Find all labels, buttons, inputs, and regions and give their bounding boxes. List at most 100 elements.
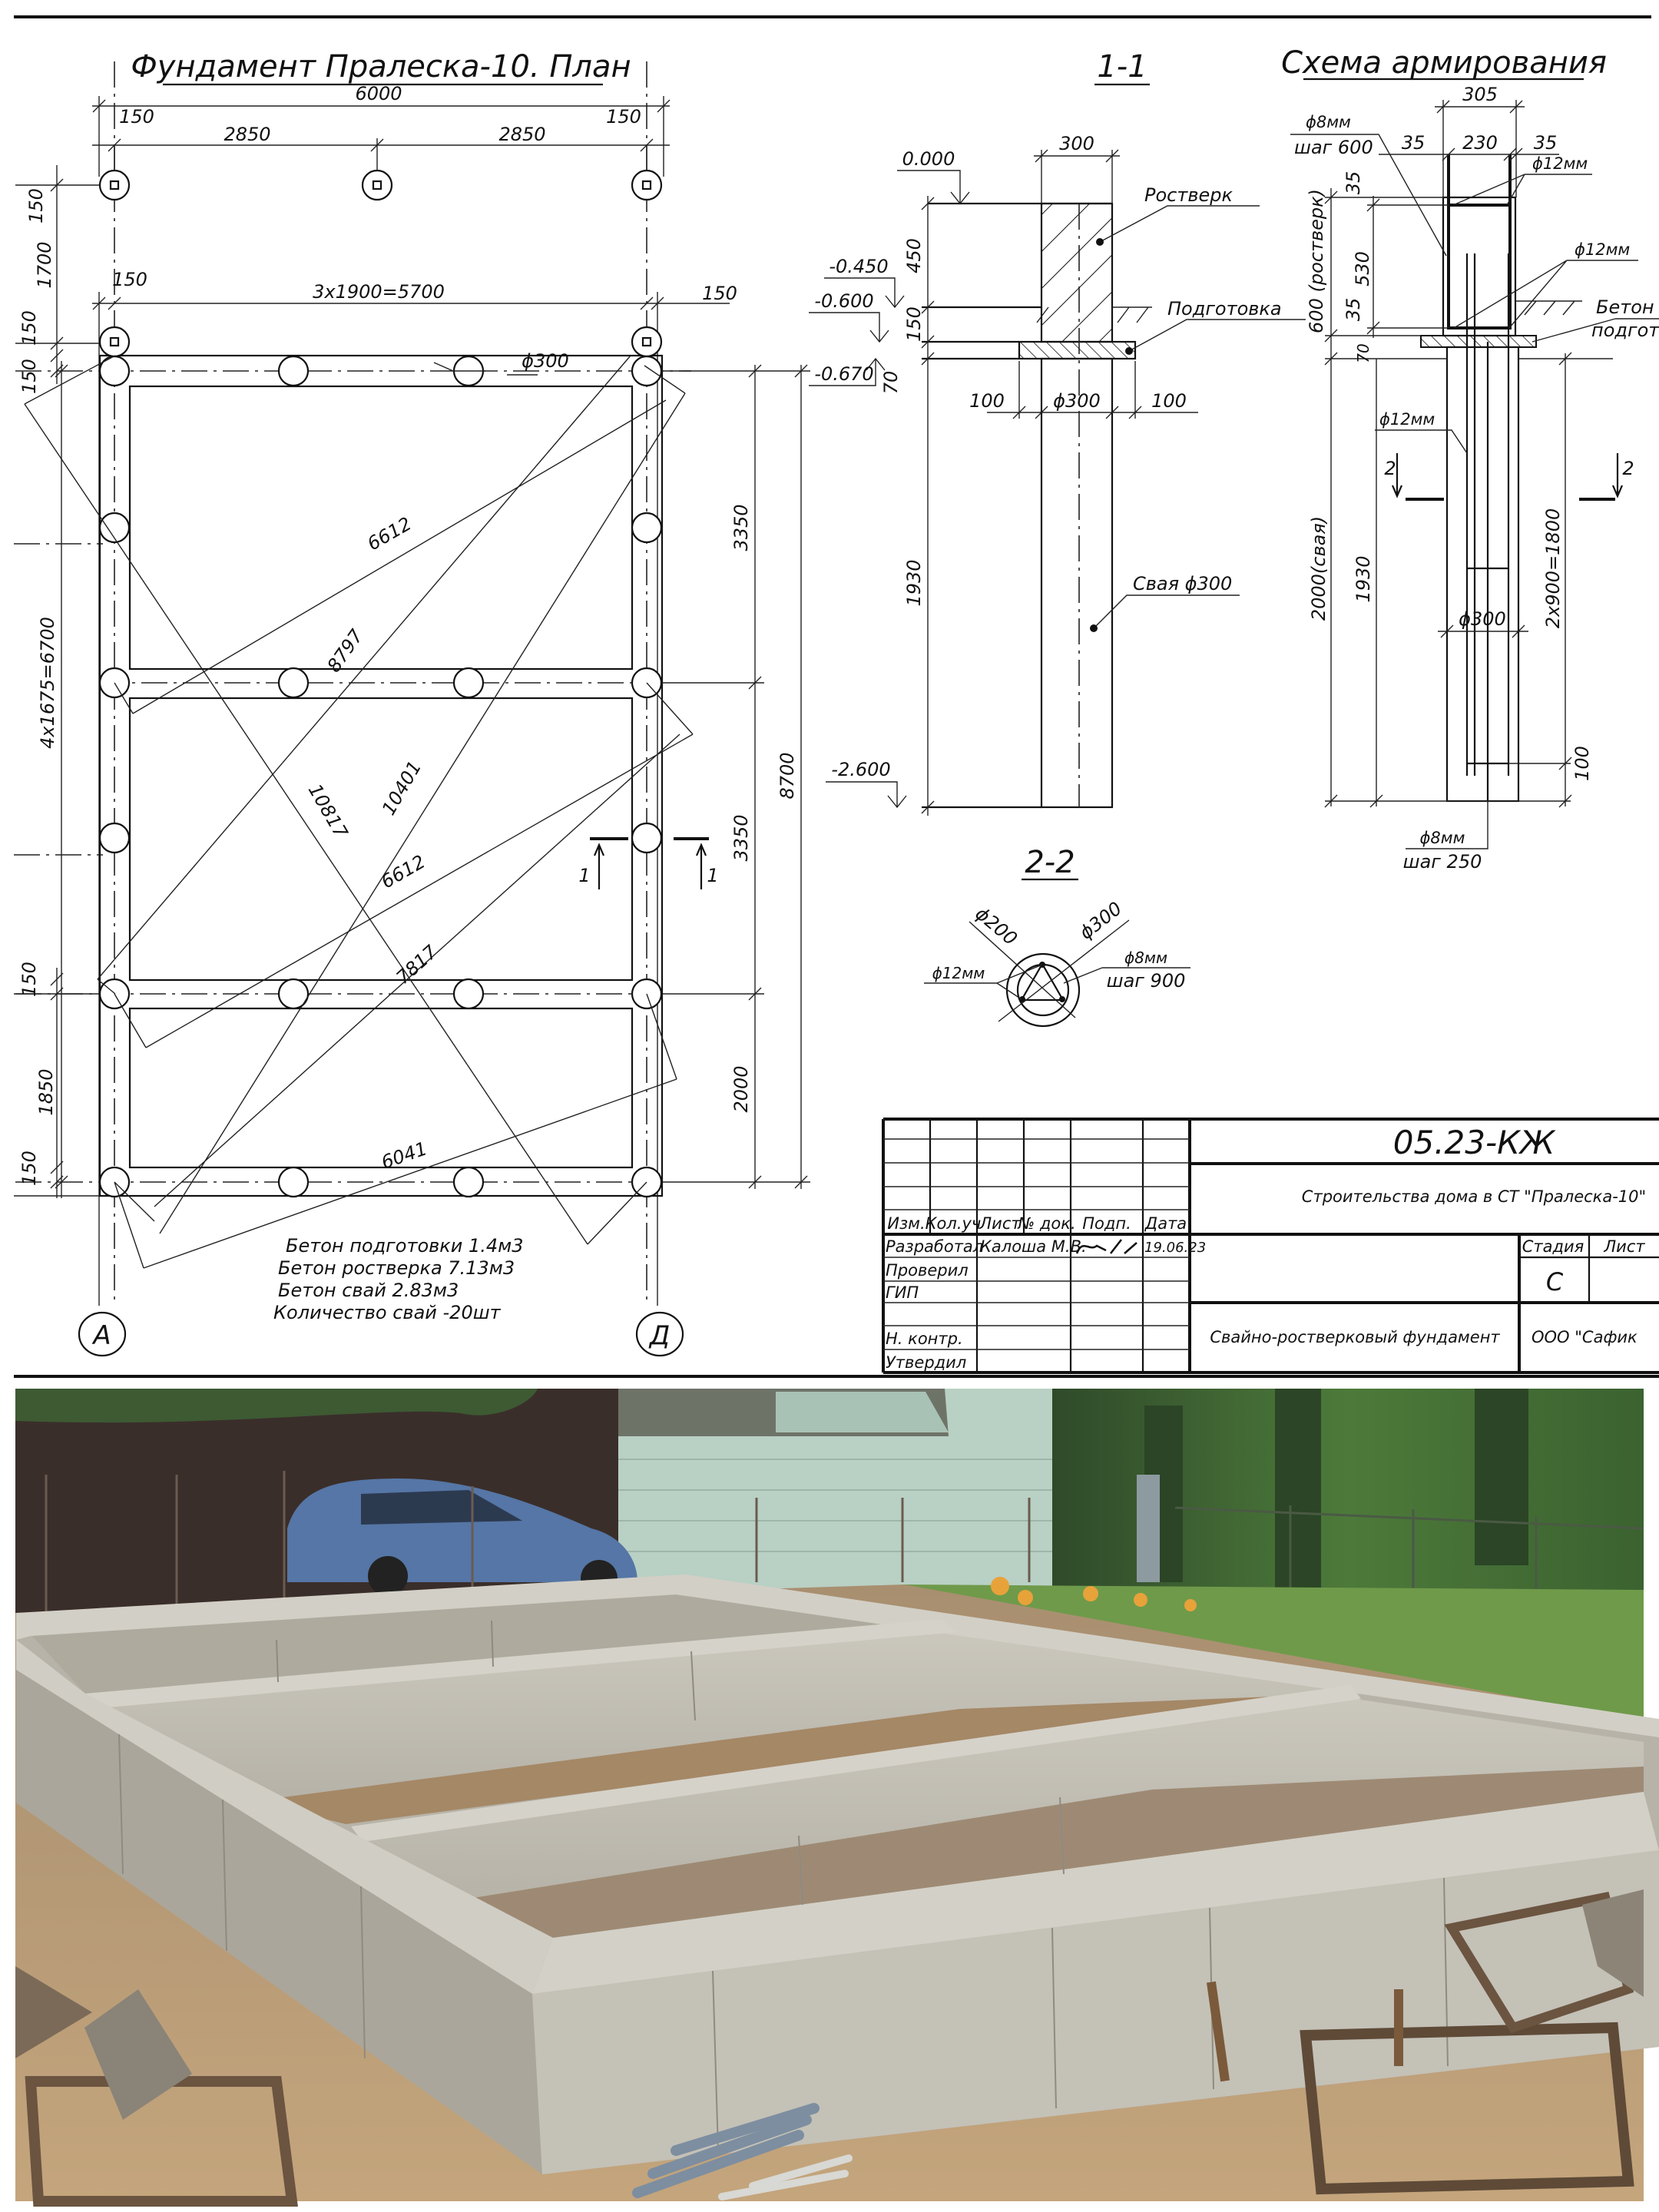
section-2-2-title: 2-2 — [1025, 845, 1075, 880]
utility-post — [1137, 1475, 1160, 1582]
level-label: -0.600 — [814, 290, 873, 312]
section-mark-label: 2 — [1384, 458, 1396, 479]
pipes — [632, 2103, 820, 2198]
role-cell: Н. контр. — [886, 1330, 963, 1348]
wall-face-front — [532, 1850, 1659, 2174]
signature — [1075, 1239, 1137, 1254]
header-cell: Дата — [1144, 1214, 1187, 1233]
note-line: Бетон подготовки 1.4м3 — [286, 1235, 524, 1257]
plan-notes: Бетон подготовки 1.4м3 Бетон ростверка 7… — [273, 1235, 524, 1323]
dim-label: 150 — [903, 306, 925, 342]
dim-label: ϕ300 — [1053, 390, 1101, 412]
dim-label: 450 — [903, 238, 925, 273]
grillage-outline — [1442, 196, 1517, 337]
pile-diameter-leader — [433, 362, 538, 376]
pile — [1040, 357, 1114, 809]
dim-label: 3350 — [730, 504, 752, 551]
dim-label: 150 — [702, 283, 737, 304]
callout: ϕ8мм — [1306, 113, 1351, 131]
callout: ϕ12мм — [1532, 154, 1588, 173]
section-1-1-title: 1-1 — [1097, 49, 1147, 84]
role-cell: Разработал — [886, 1237, 983, 1256]
callout: шаг 600 — [1294, 137, 1373, 158]
foundation-plan: Фундамент Пралеска-10. План — [14, 49, 810, 1357]
scheme-title: Схема армирования — [1281, 45, 1607, 81]
wall-face-left — [16, 1670, 542, 2174]
concrete-foundation — [16, 1575, 1659, 2174]
dim-label: 600 (ростверк) — [1306, 189, 1327, 333]
wall-top-left — [16, 1640, 553, 1994]
level-label: -2.600 — [831, 759, 890, 780]
note-line: Бетон свай 2.83м3 — [278, 1280, 459, 1301]
dim-label: 150 — [18, 310, 40, 346]
dim-label: 8700 — [777, 752, 798, 799]
label: ϕ300 — [1075, 898, 1126, 944]
callout-preparation: Подготовка — [1167, 298, 1282, 320]
reinforcement-scheme: Схема армирования 305 35 230 35 35 530 3… — [1281, 45, 1659, 873]
tree-canopy-left — [15, 1389, 538, 1423]
developer-name: Калоша М.В. — [980, 1237, 1087, 1256]
room-3-outline — [128, 1007, 634, 1169]
site-photo — [15, 1389, 1659, 2207]
dimension-ticks — [50, 99, 808, 1189]
dim-label: 1930 — [903, 559, 925, 606]
section-2-2: 2-2 ϕ200 ϕ300 ϕ12мм ϕ8мм шаг 900 — [924, 845, 1190, 1028]
dim-label: 100 — [969, 390, 1005, 412]
callout: Бетон — [1596, 296, 1654, 318]
callout: ϕ12мм — [1379, 410, 1435, 429]
dim-label: 150 — [18, 962, 40, 997]
header-cell: Лист — [979, 1214, 1021, 1233]
grillage-hatched — [1040, 202, 1114, 343]
section-mark-label: 2 — [1622, 458, 1634, 479]
dim-label: 2000 — [730, 1065, 752, 1112]
note-line: Бетон ростверка 7.13м3 — [278, 1257, 515, 1279]
stage-value: С — [1546, 1267, 1564, 1296]
dim-label: 150 — [18, 359, 40, 394]
level-label: -0.670 — [814, 363, 873, 385]
dim-label: 1930 — [1353, 555, 1374, 602]
callout-grillage: Ростверк — [1144, 184, 1233, 206]
diagonal-label: 6612 — [364, 513, 416, 555]
axis-label-d: Д — [648, 1320, 671, 1351]
header-cell: Кол.уч — [926, 1214, 982, 1233]
dim-label: 100 — [1151, 390, 1187, 412]
dim-label: 150 — [18, 1151, 40, 1186]
grid-axis-bubbles: А Д — [78, 1311, 684, 1357]
callout: ϕ8мм — [1420, 829, 1465, 847]
dim-label: 70 — [1354, 343, 1373, 363]
dim-label: 3x1900=5700 — [313, 281, 445, 303]
section-1-markers: 1 1 — [578, 837, 719, 889]
dim-label: 150 — [112, 269, 147, 290]
stage-label: Стадия — [1522, 1237, 1584, 1256]
document-number: 05.23-КЖ — [1393, 1124, 1556, 1161]
dim-label: 2x900=1800 — [1542, 508, 1564, 628]
dim-label: 150 — [25, 188, 47, 224]
diagonal-label: 10401 — [378, 757, 426, 819]
header-cell: Изм. — [887, 1214, 925, 1233]
role-cell: ГИП — [886, 1283, 919, 1302]
axis-label-a: А — [91, 1320, 111, 1351]
role-cell: Проверил — [886, 1261, 969, 1280]
dim-label: 2000(свая) — [1308, 516, 1330, 621]
label: ϕ200 — [972, 902, 1022, 949]
dim-label: 35 — [1343, 298, 1364, 322]
section-1-1: 1-1 0.000 -0.450 -0.600 -0.670 -2.600 — [809, 49, 1306, 816]
wall-top-back-right — [16, 1575, 1659, 1737]
company-name: ООО "Сафик — [1532, 1328, 1637, 1346]
dim-label: 70 — [880, 371, 902, 395]
diagonal-label: 6612 — [378, 851, 429, 893]
diagonal-check-lines — [24, 355, 694, 1269]
dim-label: 300 — [1059, 133, 1094, 154]
dim-label: 2850 — [224, 124, 270, 145]
level-label: 0.000 — [902, 148, 955, 170]
sheet-title: Свайно-ростверковый фундамент — [1210, 1328, 1500, 1346]
piles — [98, 169, 663, 1198]
project-name: Строительства дома в СТ "Пралеска-10" — [1302, 1187, 1646, 1206]
raft-outer-wall — [98, 354, 664, 1197]
label: шаг 900 — [1107, 970, 1186, 992]
wall-top-2 — [351, 1685, 1361, 1842]
label: ϕ8мм — [1124, 949, 1167, 967]
grillage-rebar-cage — [1447, 154, 1512, 329]
dim-label: 530 — [1352, 251, 1373, 286]
